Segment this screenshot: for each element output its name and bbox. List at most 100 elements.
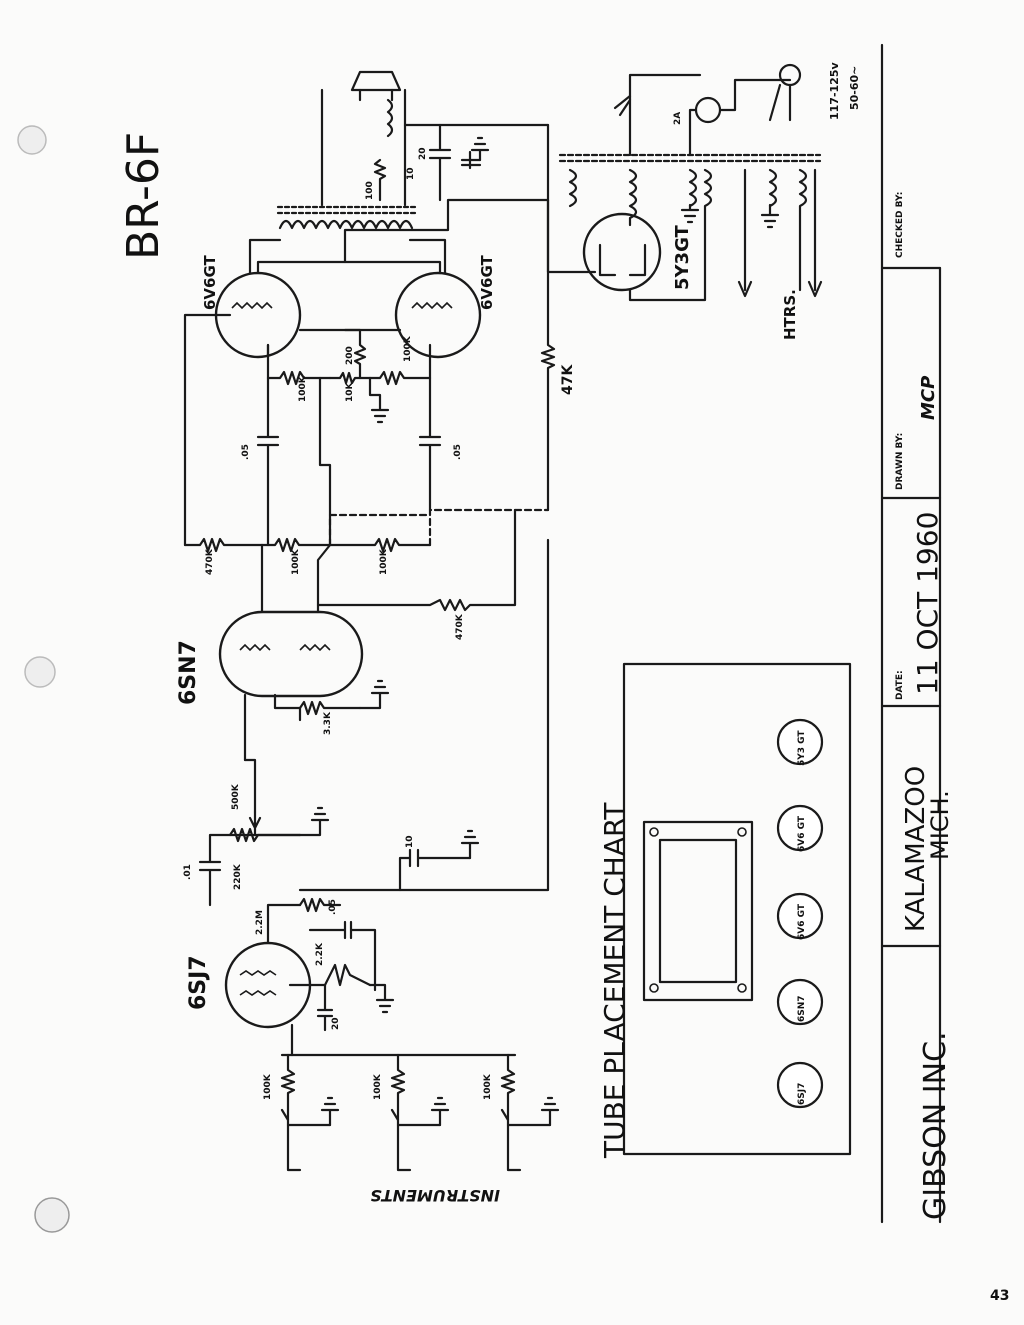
r-pl2c <box>328 537 432 553</box>
heaters-label: HTRS. <box>781 289 799 340</box>
svg-text:.05: .05 <box>241 444 251 460</box>
socket-6sn7: 6SN7 <box>776 978 824 1026</box>
company-name: GIBSON INC. <box>918 1031 953 1220</box>
mount-hole <box>737 983 747 993</box>
drawn-by-value: MCP <box>918 376 939 420</box>
title-block: GIBSON INC. KALAMAZOO MICH. DATE: 11 OCT… <box>880 43 954 1224</box>
svg-text:220K: 220K <box>233 863 243 890</box>
svg-text:10: 10 <box>406 167 416 180</box>
r-drop <box>540 123 556 512</box>
stage-6sj7: 6SJ7 220K 2.2M 2.2K 20 .05 <box>186 863 395 1057</box>
r-fb <box>316 508 517 612</box>
chassis-outline <box>622 662 852 1156</box>
tube-placement-chart: TUBE PLACEMENT CHART 6SJ7 6SN7 6V6 GT 6V… <box>598 662 852 1159</box>
svg-text:5Y3 GT: 5Y3 GT <box>797 730 807 766</box>
company-city: KALAMAZOO <box>901 766 931 932</box>
r-bias <box>328 371 372 385</box>
date-value: 11 OCT 1960 <box>911 512 944 695</box>
r-f <box>373 158 387 202</box>
socket-6sj7: 6SJ7 <box>776 1061 824 1109</box>
heater-arrow <box>807 168 823 298</box>
model-title: BR-6F <box>118 132 169 260</box>
tube-5y3gt-label: 5Y3GT <box>672 224 693 290</box>
pilot-lamp <box>694 96 722 124</box>
binder-hole <box>24 656 56 688</box>
company-state: MICH. <box>926 790 954 860</box>
date-label: DATE: <box>895 670 905 700</box>
c-filt <box>298 848 472 892</box>
svg-text:500K: 500K <box>231 783 241 810</box>
tube-6v6gt-a-label: 6V6GT <box>201 254 219 310</box>
socket-6v6gt-b: 6V6 GT <box>776 804 824 852</box>
checked-by-label: CHECKED BY: <box>895 192 905 258</box>
volume-section: .01 500K 10 <box>183 538 550 907</box>
r-cath2 <box>298 700 362 716</box>
svg-text:470K: 470K <box>205 548 215 575</box>
svg-text:2.2K: 2.2K <box>315 942 325 966</box>
stage-6sn7: 6SN7 3.3K 470K <box>176 508 517 762</box>
svg-text:2.2M: 2.2M <box>255 910 265 935</box>
transformer-outline <box>642 820 754 1002</box>
binder-hole <box>34 1197 70 1233</box>
drawn-by-label: DRAWN BY: <box>895 433 905 490</box>
r-grid3 <box>266 370 332 386</box>
svg-text:20: 20 <box>418 147 428 160</box>
tube-6sn7-label: 6SN7 <box>176 640 201 705</box>
svg-text:.01: .01 <box>183 864 193 880</box>
r-hum <box>343 328 367 380</box>
tube-6sn7 <box>218 610 364 698</box>
r-grid4 <box>368 370 432 386</box>
pot-500k <box>228 827 302 843</box>
svg-text:470K: 470K <box>455 613 465 640</box>
svg-text:6V6 GT: 6V6 GT <box>797 903 807 940</box>
svg-text:100K: 100K <box>298 375 308 402</box>
r-in3-label: 100K <box>483 1073 493 1100</box>
svg-text:100K: 100K <box>379 548 389 575</box>
input-section: INSTRUMENTS 100K 100K 100K <box>263 1053 560 1205</box>
r-cath1 <box>288 963 372 987</box>
tube-6v6gt-b-label: 6V6GT <box>478 254 496 310</box>
voltage-label: 117-125v <box>828 62 841 120</box>
frequency-label: 50-60~ <box>848 66 861 110</box>
svg-text:.05: .05 <box>328 899 338 915</box>
power-tubes: 6V6GT 6V6GT <box>201 198 550 359</box>
r-in1-label: 100K <box>263 1073 273 1100</box>
heater-arrow <box>737 168 753 298</box>
tube-5y3gt <box>582 212 662 292</box>
r-plate1 <box>298 897 342 913</box>
svg-text:100: 100 <box>365 181 375 200</box>
grid-resistors: 100K 10K 100K 200 <box>266 328 432 424</box>
transformer-core <box>658 838 738 984</box>
tube-6v6gt-b <box>394 271 482 359</box>
r-pl2a <box>183 537 264 553</box>
svg-text:3.3K: 3.3K <box>323 711 333 735</box>
svg-text:100K: 100K <box>403 335 413 362</box>
c-cath1 <box>316 983 334 1032</box>
binder-hole <box>17 125 47 155</box>
ac-plug <box>778 63 802 87</box>
c-coup2b <box>418 376 442 512</box>
chart-title: TUBE PLACEMENT CHART <box>598 802 631 1159</box>
instruments-label: INSTRUMENTS <box>370 1186 500 1205</box>
svg-text:47K: 47K <box>560 364 576 395</box>
mount-hole <box>649 983 659 993</box>
svg-text:10K: 10K <box>345 381 355 402</box>
speaker-icon <box>350 70 402 138</box>
svg-text:.05: .05 <box>453 444 463 460</box>
c-coup2a <box>256 376 280 547</box>
fuse-label: 2A <box>673 112 683 125</box>
c-coup1 <box>198 833 302 907</box>
tube-6sj7-label: 6SJ7 <box>186 955 211 1010</box>
r-pl2b <box>260 537 332 553</box>
filter-section: 20 100 10 47K <box>365 123 576 512</box>
socket-6v6gt-a: 6V6 GT <box>776 892 824 940</box>
output-transformer <box>276 88 420 230</box>
svg-text:20: 20 <box>331 1017 341 1030</box>
svg-text:200: 200 <box>345 346 355 365</box>
coupling-caps: .05 .05 <box>241 376 463 547</box>
svg-text:6SN7: 6SN7 <box>797 995 807 1022</box>
r-in2-label: 100K <box>373 1073 383 1100</box>
mount-hole <box>649 827 659 837</box>
